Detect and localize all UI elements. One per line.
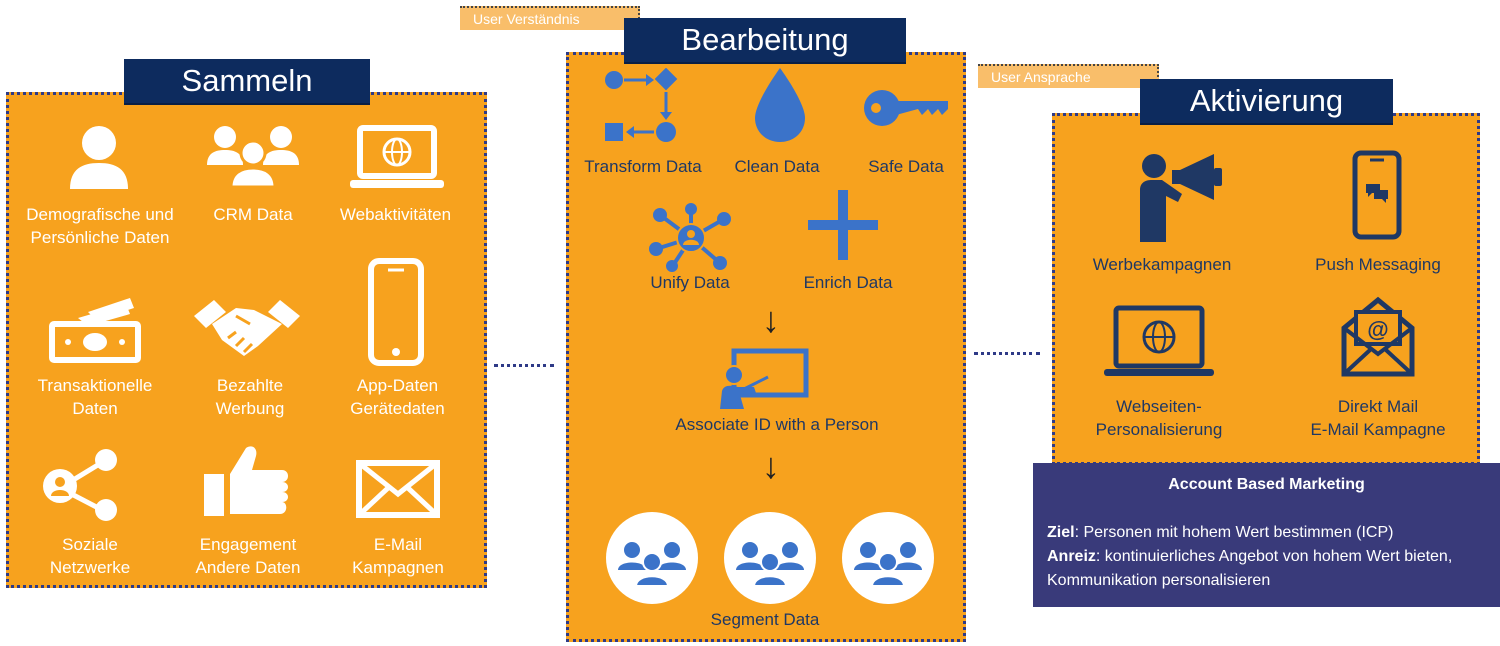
sammeln-label-2: CRM Data xyxy=(213,205,293,224)
envelope-icon xyxy=(356,460,440,518)
sammeln-label-1: Demografische und Persönliche Daten xyxy=(26,205,174,247)
aktivierung-label-4: Direkt Mail E-Mail Kampagne xyxy=(1310,397,1446,439)
sammeln-label-6: App-Daten Gerätedaten xyxy=(350,376,445,418)
drop-icon xyxy=(755,68,805,142)
group-icon xyxy=(207,126,299,189)
laptop-globe-icon xyxy=(1104,305,1214,376)
arrow-down-1: ↓ xyxy=(762,299,780,340)
connector-right xyxy=(974,352,1040,355)
handshake-icon xyxy=(194,300,300,356)
aktivierung-title: Aktivierung xyxy=(1140,79,1393,125)
segment-icon xyxy=(842,512,934,604)
share-icon xyxy=(43,449,117,521)
segment-icon xyxy=(724,512,816,604)
connector-left xyxy=(494,364,554,367)
abm-heading: Account Based Marketing xyxy=(1168,476,1365,493)
tag-user-verstaendnis: User Verständnis xyxy=(460,6,640,30)
bearbeitung-label-clean: Clean Data xyxy=(734,157,820,176)
thumbs-up-icon xyxy=(204,446,288,516)
bearbeitung-label-unify: Unify Data xyxy=(650,273,730,292)
person-icon xyxy=(70,126,128,189)
presenter-icon xyxy=(720,348,809,409)
sammeln-label-4: Transaktionelle Daten xyxy=(37,376,153,418)
sammeln-label-8: Engagement Andere Daten xyxy=(195,535,301,577)
tag-user-ansprache: User Ansprache xyxy=(978,64,1159,88)
abm-ziel-label: Ziel xyxy=(1047,524,1075,541)
abm-box: Account Based Marketing Ziel: Personen m… xyxy=(1033,463,1500,607)
svg-text:@: @ xyxy=(1367,317,1388,342)
flow-icon xyxy=(605,68,678,142)
arrow-down-2: ↓ xyxy=(762,445,780,486)
sammeln-title: Sammeln xyxy=(124,59,370,105)
sammeln-label-3: Webaktivitäten xyxy=(339,205,452,224)
abm-ziel: Ziel: Personen mit hohem Wert bestimmen … xyxy=(1047,521,1486,545)
sammeln-label-5: Bezahlte Werbung xyxy=(215,376,285,418)
bearbeitung-title: Bearbeitung xyxy=(624,18,906,64)
hub-icon xyxy=(649,203,731,272)
abm-anreiz-text: : kontinuierliches Angebot von hohem Wer… xyxy=(1047,548,1453,589)
phone-icon xyxy=(368,258,424,366)
bearbeitung-label-segment: Segment Data xyxy=(710,610,820,629)
plus-icon xyxy=(808,190,878,260)
mobile-chat-icon xyxy=(1352,150,1402,240)
bearbeitung-label-enrich: Enrich Data xyxy=(803,273,893,292)
aktivierung-label-2: Push Messaging xyxy=(1315,255,1441,274)
aktivierung-label-1: Werbekampagnen xyxy=(1092,255,1232,274)
segment-icon xyxy=(606,512,698,604)
money-icon xyxy=(49,298,141,363)
laptop-globe-icon xyxy=(350,125,444,188)
bearbeitung-label-transform: Transform Data xyxy=(584,157,702,176)
sammeln-label-9: E-Mail Kampagnen xyxy=(352,535,444,577)
bearbeitung-label-safe: Safe Data xyxy=(868,157,944,176)
open-mail-icon: @ xyxy=(1341,296,1415,377)
megaphone-icon xyxy=(1140,154,1222,242)
abm-anreiz: Anreiz: kontinuierliches Angebot von hoh… xyxy=(1047,545,1486,593)
key-icon xyxy=(864,90,948,126)
aktivierung-label-3: Webseiten- Personalisierung xyxy=(1095,397,1223,439)
bearbeitung-label-associate: Associate ID with a Person xyxy=(675,415,879,434)
abm-anreiz-label: Anreiz xyxy=(1047,548,1096,565)
abm-ziel-text: : Personen mit hohem Wert bestimmen (ICP… xyxy=(1074,524,1394,541)
sammeln-label-7: Soziale Netzwerke xyxy=(49,535,131,577)
